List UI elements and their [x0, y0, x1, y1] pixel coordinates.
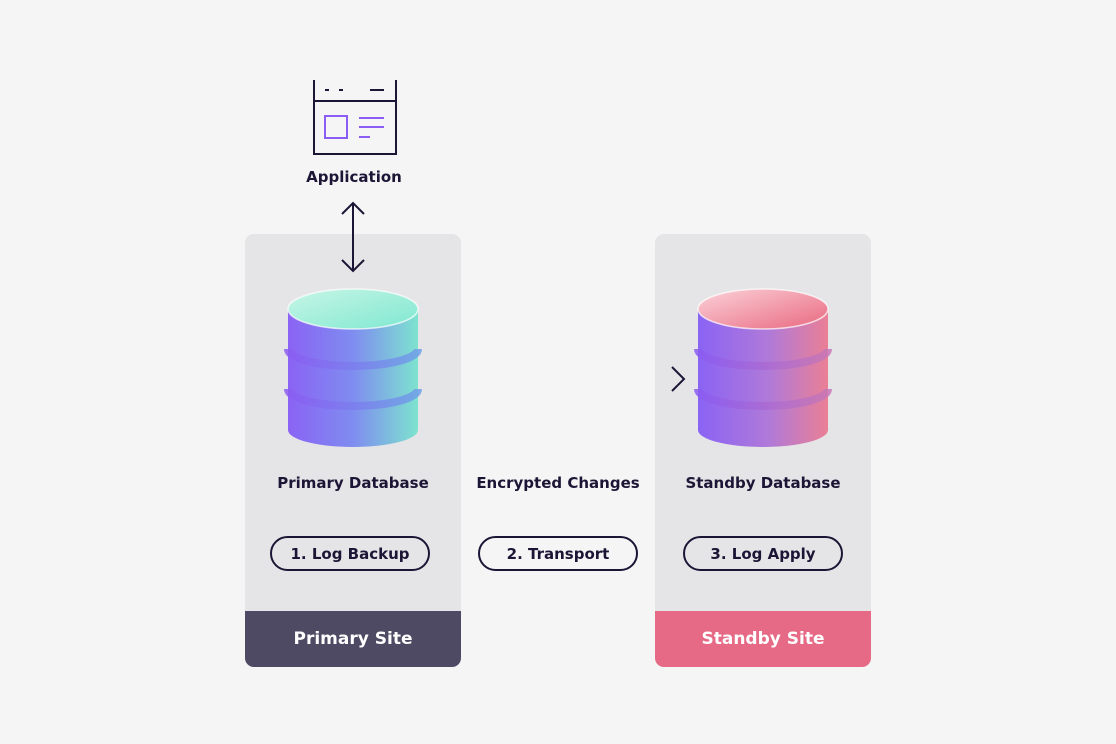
standby-database-label: Standby Database	[685, 474, 841, 492]
step-log-apply: 3. Log Apply	[683, 536, 843, 571]
standby-site-label: Standby Site	[655, 611, 871, 667]
primary-database-label: Primary Database	[277, 474, 429, 492]
bidirectional-arrow-icon	[341, 201, 365, 273]
primary-database-icon	[284, 288, 422, 447]
application-window-icon	[313, 80, 397, 155]
encrypted-changes-label: Encrypted Changes	[476, 474, 640, 492]
primary-site-label: Primary Site	[245, 611, 461, 667]
transport-arrow-icon	[440, 366, 686, 392]
standby-database-icon	[694, 288, 832, 447]
step-log-backup: 1. Log Backup	[270, 536, 430, 571]
application-label: Application	[306, 168, 402, 186]
step-transport: 2. Transport	[478, 536, 638, 571]
